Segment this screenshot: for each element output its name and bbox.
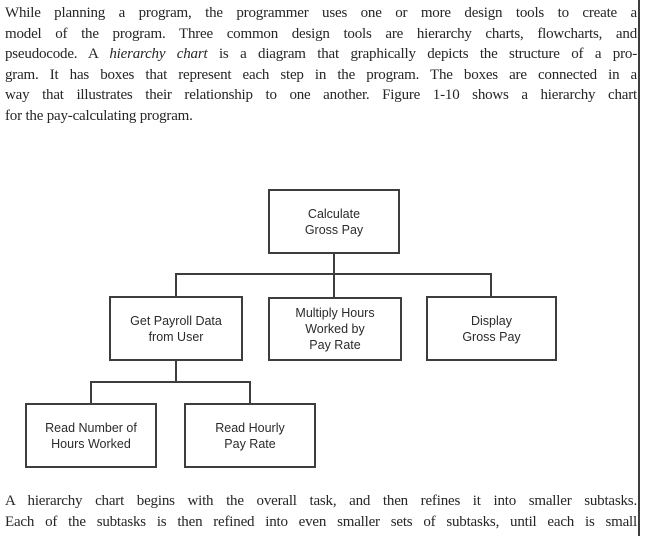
italic-term: hierarchy chart <box>109 46 208 62</box>
connector-line <box>333 253 335 297</box>
node-get-payroll-data: Get Payroll Data from User <box>109 296 243 361</box>
node-display-gross-pay: Display Gross Pay <box>426 296 557 361</box>
text-line: for the pay-calculating program. <box>5 107 193 124</box>
text-line: A hierarchy chart begins with the overal… <box>5 493 637 509</box>
node-read-number-of-hours: Read Number of Hours Worked <box>25 403 157 468</box>
text-line: model of the program. Three common desig… <box>5 25 637 42</box>
connector-line <box>90 381 251 383</box>
node-multiply-hours: Multiply Hours Worked by Pay Rate <box>268 297 402 361</box>
text-segment: pseudocode. A <box>5 46 110 62</box>
connector-line <box>490 275 492 296</box>
connector-line <box>90 383 92 403</box>
text-segment: is a diagram that graphically depicts th… <box>207 46 637 62</box>
intro-paragraph: While planning a program, the programmer… <box>5 3 637 126</box>
node-read-hourly-pay-rate: Read Hourly Pay Rate <box>184 403 316 468</box>
connector-line <box>175 275 177 296</box>
text-line: gram. It has boxes that represent each s… <box>5 66 637 83</box>
page-border-rule <box>638 0 640 536</box>
text-line: While planning a program, the programmer… <box>5 5 637 21</box>
text-line: way that illustrates their relationship … <box>5 87 637 103</box>
connector-line <box>249 383 251 403</box>
connector-line <box>175 273 492 275</box>
text-line: Each of the subtasks is then refined int… <box>5 513 637 530</box>
connector-line <box>175 361 177 381</box>
node-calculate-gross-pay: Calculate Gross Pay <box>268 189 400 254</box>
text-line: pseudocode. A hierarchy chart is a diagr… <box>5 44 637 65</box>
closing-paragraph: A hierarchy chart begins with the overal… <box>5 491 637 532</box>
